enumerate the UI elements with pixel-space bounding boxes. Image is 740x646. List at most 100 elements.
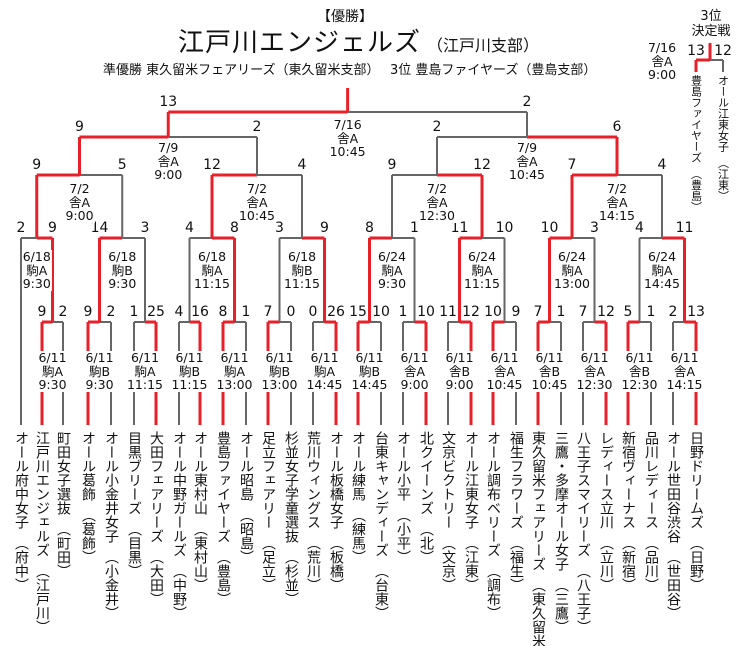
team-label: 足立フェアリー （足立） [260,431,276,592]
match-venue: 駒B [358,363,381,379]
team-name: オール板橋女子 [328,431,344,529]
team-label: 日野ドリームズ （日野） [688,431,704,592]
match-date: 7/9 [158,140,179,155]
team-name: 町田女子選抜 [55,431,71,515]
match-time: 9:00 [400,377,429,392]
match-score: 12 [597,304,615,320]
match-score: 7 [263,304,273,320]
match-date: 6/11 [355,350,384,365]
match-time: 11:15 [283,276,321,291]
team-name: オール昭島 [238,431,254,501]
match-time: 14:45 [306,377,343,392]
match-date: 7/2 [606,181,628,196]
team-name: 福生フラワーズ [508,431,524,529]
team-branch: （日野） [688,543,704,592]
match-score: 13 [687,304,705,320]
team-label: オール小平 （小平） [395,431,411,564]
match-date: 6/11 [220,350,249,365]
match-time: 14:45 [351,377,388,392]
team-name: オール府中女子 [13,431,29,529]
match-date: 6/11 [400,350,429,365]
team-name: 杉並女子学童選抜 [283,431,299,543]
champion-name: 江戸川エンジェルズ [178,28,422,58]
match-score: 12 [203,157,221,173]
match-venue: 駒B [268,363,291,379]
team-label: オール江東女子 （江東） [463,431,479,592]
team-name: 足立フェアリー [260,431,276,529]
match-score: 5 [623,304,633,320]
third-place-team-label: 豊島ファイヤーズ （豊島） [690,75,703,213]
team-name: 江戸川エンジェルズ [34,431,50,557]
team-branch: （江東） [716,163,730,202]
team-name: レディース立川 [598,431,614,529]
team-name: 北クイーンズ [418,431,434,515]
team-name: 新宿ヴィーナス [620,431,636,529]
team-label: 江戸川エンジェルズ （江戸川） [34,431,50,634]
match-score: 4 [657,157,667,173]
team-label: 八王子スマイリーズ （八王子） [575,431,591,634]
team-name: 文京ビクトリー [440,431,456,529]
match-score: 4 [297,157,307,173]
match-score: 8 [365,220,374,236]
team-branch: （小金井） [103,557,119,620]
match-date: 6/11 [310,350,339,365]
match-time: 9:30 [85,377,114,392]
match-time: 9:30 [38,377,67,392]
match-score: 10 [484,304,502,320]
match-date: 6/18 [197,249,227,264]
match-score: 16 [191,304,209,320]
team-branch: （八王子） [575,571,591,634]
team-branch: （台東） [373,571,389,620]
match-venue: 舎A [673,363,696,379]
team-branch: （東久留米） [530,585,546,646]
team-name: 大田フェアリーズ [148,431,164,543]
match-time: 10:45 [486,377,523,392]
match-score: 2 [252,119,262,135]
match-venue: 駒B [178,363,201,379]
team-branch: （府中） [13,543,29,592]
team-label: 文京ビクトリー （文京） [440,431,456,592]
match-date: 6/11 [625,350,654,365]
team-label: 東久留米フェアリーズ （東久留米） [530,431,546,646]
champion-branch: （江戸川支部） [427,36,540,55]
team-name: 豊島ファイヤーズ [215,431,231,543]
match-score: 25 [147,304,165,320]
team-branch: （葛飾） [80,515,96,564]
match-date: 6/11 [580,350,609,365]
team-label: 大田フェアリーズ （大田） [148,431,164,606]
team-branch: （三鷹） [553,585,569,634]
match-score: 10 [372,304,390,320]
champion-tag: 【優勝】 [317,9,373,25]
match-date: 7/9 [516,140,538,155]
match-date: 6/11 [175,350,204,365]
third-place-score: 13 [687,43,705,59]
match-time: 13:00 [261,377,298,392]
third-place-match-title: 3位 決定戦 [691,9,730,39]
match-score: 0 [286,304,296,320]
match-date: 6/18 [22,249,51,264]
match-score: 2 [522,94,532,110]
team-label: 荒川ウィングス （荒川） [305,431,321,592]
match-score: 14 [90,220,109,236]
match-time: 12:30 [418,208,456,223]
team-name: オール葛飾 [80,431,96,501]
match-score: 8 [218,304,228,320]
match-venue: 舎B [628,363,651,379]
match-time: 10:45 [531,377,568,392]
match-score: 2 [58,304,68,320]
match-time: 13:00 [553,276,591,291]
team-label: オール世田谷渋谷 （世田谷） [665,431,681,620]
match-date: 6/11 [535,350,564,365]
team-branch: （東村山） [192,529,208,592]
match-score: 1 [556,304,566,320]
match-date: 7/16 [333,117,362,132]
